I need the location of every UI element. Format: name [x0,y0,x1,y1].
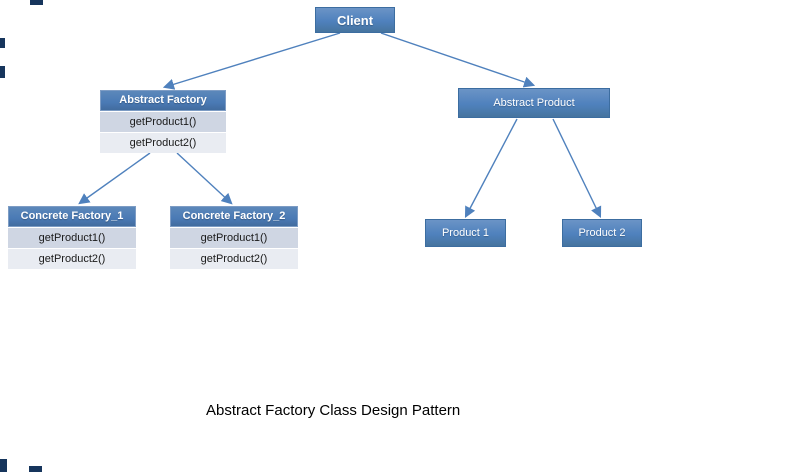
edge-artifact [0,66,5,78]
product-1-node: Product 1 [425,219,506,247]
concrete-factory-2-method-1: getProduct1() [170,227,298,248]
edge-artifact [29,466,42,472]
abstract-factory-method-2: getProduct2() [100,132,226,153]
abstract-factory-class: Abstract Factory getProduct1() getProduc… [100,90,226,153]
client-node: Client [315,7,395,33]
concrete-factory-1-method-2: getProduct2() [8,248,136,269]
product-2-node: Product 2 [562,219,642,247]
edge-artifact [0,459,7,472]
concrete-factory-1-method-1: getProduct1() [8,227,136,248]
edge-artifact [30,0,43,5]
edge-artifact [0,38,5,48]
diagram-caption: Abstract Factory Class Design Pattern [206,402,461,419]
abstract-factory-title: Abstract Factory [100,90,226,111]
concrete-factory-1-title: Concrete Factory_1 [8,206,136,227]
concrete-factory-2-method-2: getProduct2() [170,248,298,269]
concrete-factory-2-class: Concrete Factory_2 getProduct1() getProd… [170,206,298,269]
concrete-factory-1-class: Concrete Factory_1 getProduct1() getProd… [8,206,136,269]
abstract-product-node: Abstract Product [458,88,610,118]
concrete-factory-2-title: Concrete Factory_2 [170,206,298,227]
abstract-factory-method-1: getProduct1() [100,111,226,132]
